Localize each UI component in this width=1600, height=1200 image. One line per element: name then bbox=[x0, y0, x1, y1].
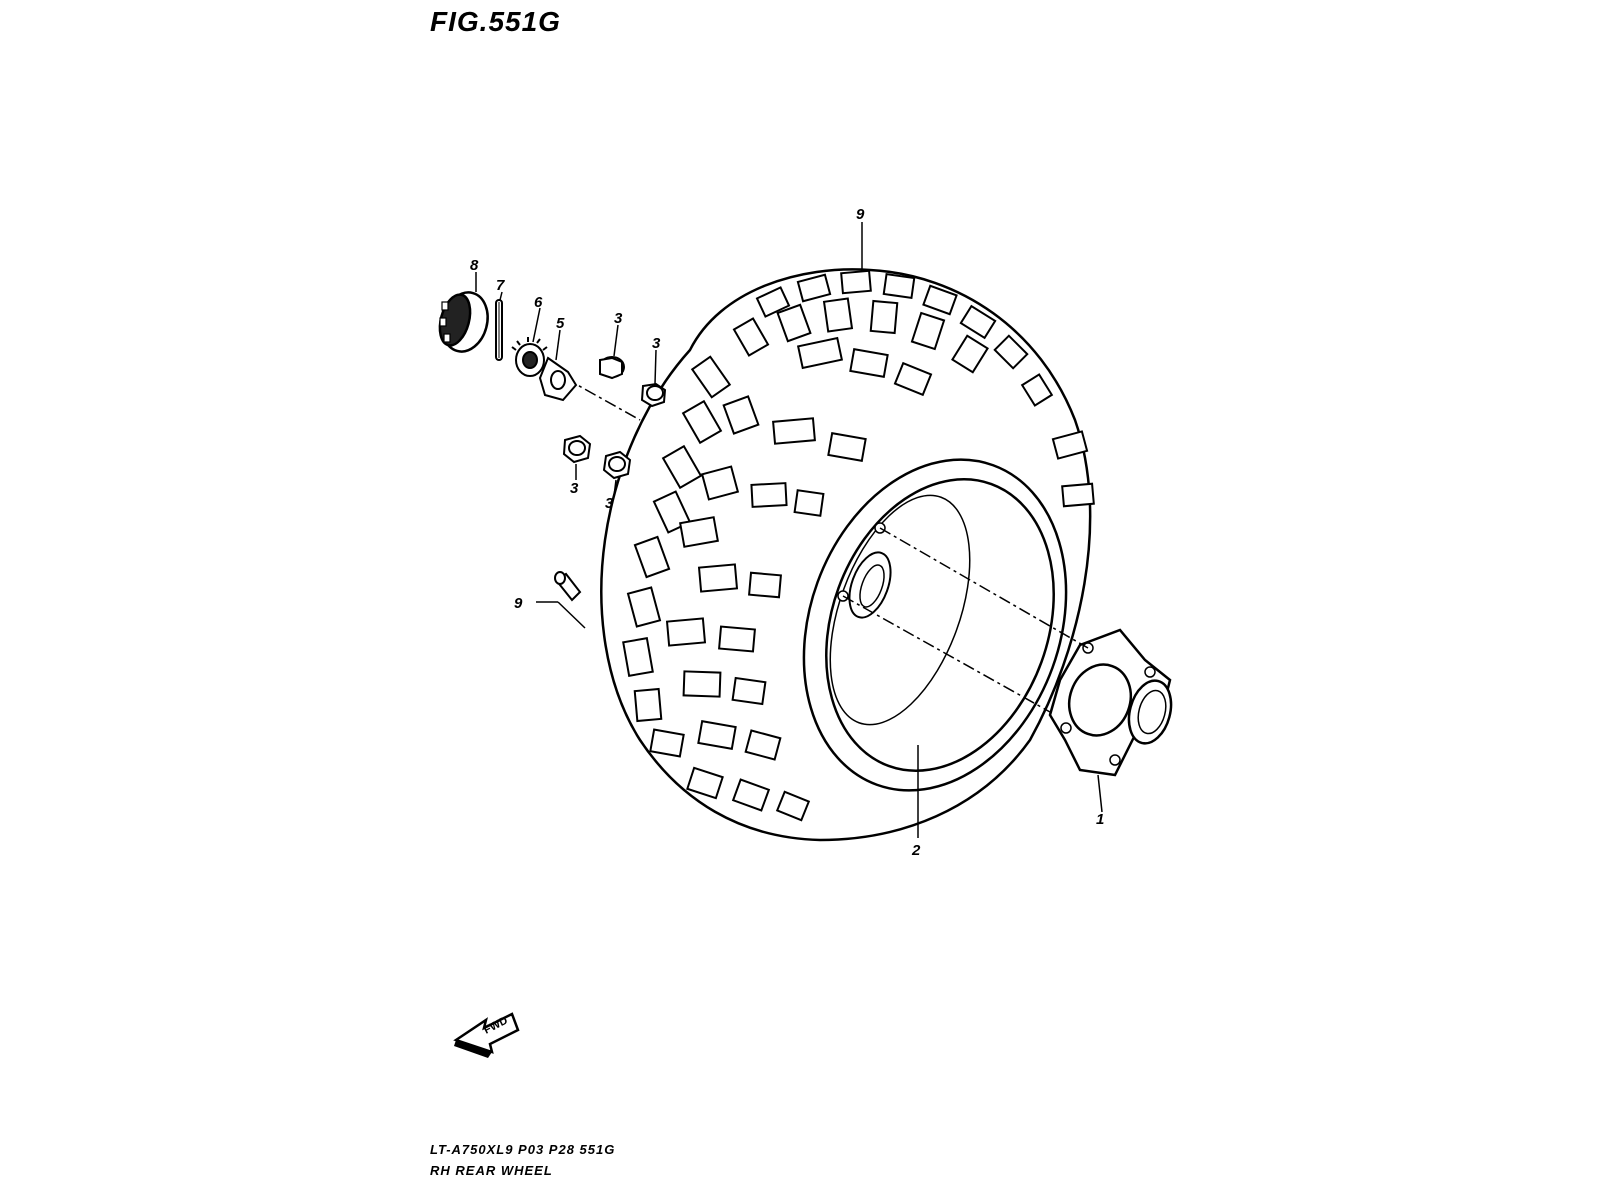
valve-stem bbox=[554, 571, 582, 602]
callout-6: 7 bbox=[496, 277, 505, 294]
mounting-guide-lines bbox=[564, 377, 1089, 713]
model-code-line: LT-A750XL9 P03 P28 551G bbox=[430, 1142, 616, 1157]
castle-nut bbox=[511, 337, 548, 377]
callout-2: 2 bbox=[911, 842, 921, 859]
hub-cap bbox=[438, 291, 489, 353]
callout-8: 9 bbox=[856, 206, 865, 223]
wheel-hub bbox=[1048, 628, 1173, 777]
wheel-rim bbox=[802, 458, 1068, 792]
callout-3: 3 bbox=[605, 495, 614, 512]
callout-3: 3 bbox=[614, 310, 623, 327]
page-title: FIG.551G bbox=[430, 6, 561, 37]
callout-1: 1 bbox=[1096, 811, 1104, 828]
lug-nut bbox=[602, 450, 632, 480]
lug-nut bbox=[562, 434, 592, 464]
callout-7: 8 bbox=[470, 257, 479, 274]
forward-direction-arrow-icon: FWD bbox=[453, 1012, 520, 1058]
callout-5: 6 bbox=[534, 294, 543, 311]
callout-leader-lines bbox=[475, 222, 1103, 838]
callout-9: 9 bbox=[514, 595, 523, 612]
tire-tread-pattern bbox=[622, 269, 1095, 822]
callout-3: 3 bbox=[652, 335, 661, 352]
callout-4: 5 bbox=[556, 315, 565, 332]
lug-nut bbox=[640, 382, 667, 408]
lug-nut bbox=[599, 356, 625, 380]
callout-3: 3 bbox=[570, 480, 579, 497]
cotter-pin bbox=[495, 299, 503, 361]
washer bbox=[538, 356, 578, 402]
figure-description: RH REAR WHEEL bbox=[430, 1163, 553, 1178]
